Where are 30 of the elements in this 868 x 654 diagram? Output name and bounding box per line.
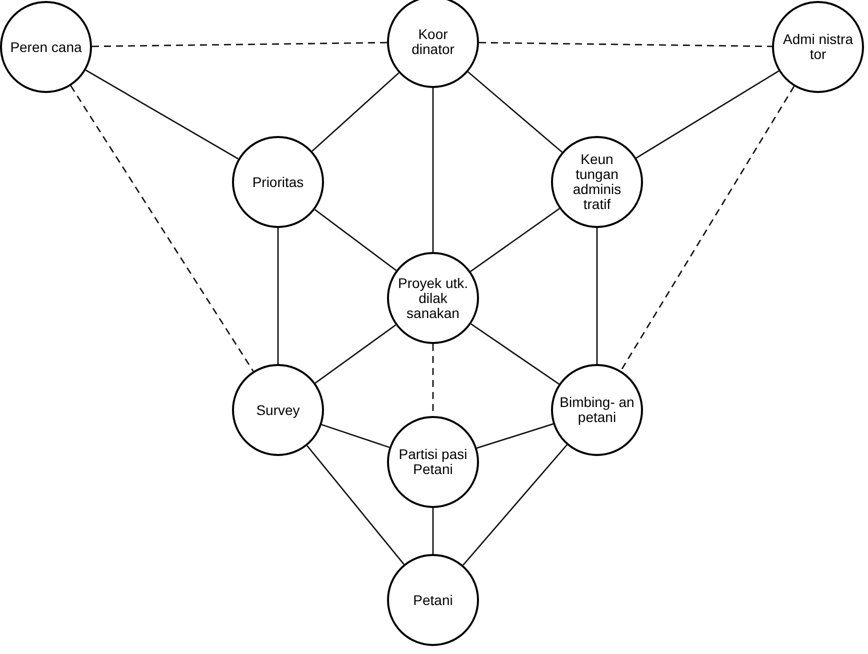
connector-line	[432, 88, 434, 252]
node-label: Admi nistra tor	[782, 32, 854, 62]
connector-line	[92, 42, 388, 48]
connector-line	[314, 324, 396, 384]
node-label: Koor dinator	[410, 27, 456, 57]
connector-line	[462, 444, 568, 566]
node-label: Prioritas	[251, 174, 305, 190]
node-label: Bimbing- an petani	[559, 395, 635, 425]
connector-line	[478, 42, 772, 48]
node-label: Survey	[255, 402, 301, 418]
connector-line	[470, 323, 560, 385]
connector-line	[432, 508, 434, 554]
connector-line	[596, 228, 598, 364]
connector-line	[312, 72, 400, 152]
connector-line	[277, 228, 279, 364]
connector-line	[70, 85, 254, 372]
connector-line	[468, 71, 562, 153]
connector-line	[306, 445, 404, 565]
node-label: Keun tungan adminis tratif	[572, 152, 622, 212]
node-label: Peren cana	[9, 40, 83, 54]
connector-line	[314, 209, 397, 271]
connector-line	[476, 423, 554, 449]
connector-line	[620, 86, 795, 372]
connector-line	[470, 208, 560, 272]
connector-line	[321, 424, 390, 448]
connector-line	[85, 70, 239, 160]
node-label: Petani	[412, 592, 454, 608]
node-label: Partisi pasi Petani	[398, 447, 468, 477]
node-label: Proyek utk. dilak sanakan	[396, 276, 470, 320]
connector-line	[636, 70, 780, 159]
